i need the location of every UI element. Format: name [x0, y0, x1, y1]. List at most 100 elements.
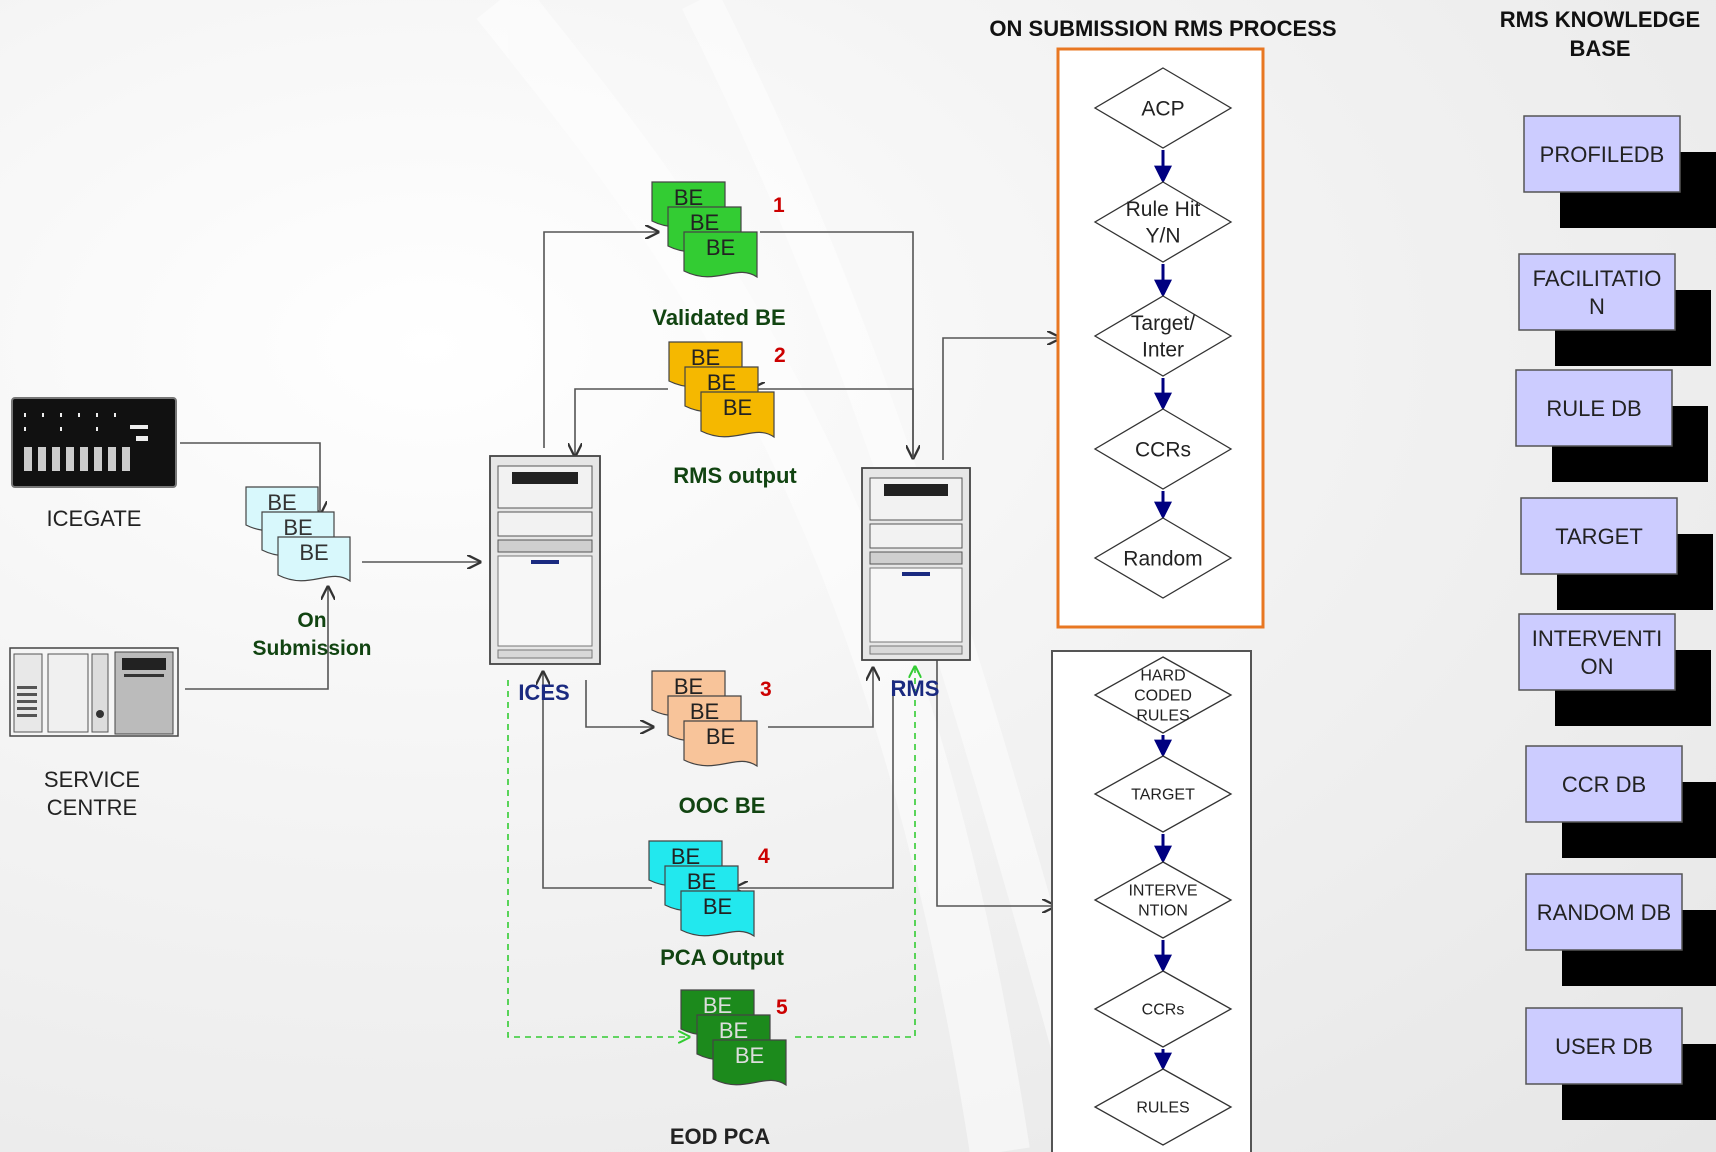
connectors [180, 232, 1060, 906]
ooc-be-number: 3 [760, 678, 772, 701]
on-submission-process-step-1: ACP [1093, 67, 1233, 149]
lower-process-step-2: TARGET [1093, 755, 1233, 833]
eod-pca-doc-3-label: BE [735, 1043, 764, 1068]
on-submission-process-step-2-line-1: Rule Hit [1126, 198, 1201, 221]
rms-output-doc-1-label: BE [691, 345, 720, 370]
eod-dashed-connectors [507, 668, 915, 1037]
validated-be-doc-3-label: BE [706, 235, 735, 260]
lower-process-step-5: RULES [1093, 1068, 1233, 1146]
service-centre-label-line2: CENTRE [47, 795, 137, 820]
knowledge-base-item-4-line-1: TARGET [1555, 524, 1643, 549]
lower-process-steps: HARDCODEDRULESTARGETINTERVENTIONCCRsRULE… [1093, 656, 1233, 1146]
lower-process-step-1-line-3: RULES [1136, 708, 1189, 725]
knowledge-base-item-2-line-1: FACILITATIO [1533, 266, 1662, 291]
service-centre-device-icon [9, 647, 179, 737]
knowledge-base-title-line1: RMS KNOWLEDGE [1500, 7, 1700, 32]
rms-output-doc-3: BE [700, 391, 775, 439]
rms-server-icon [861, 467, 971, 661]
ooc-be-to-rms [768, 668, 873, 728]
lower-process-step-3-line-2: NTION [1138, 903, 1188, 920]
on-submission-process-step-4-line-1: CCRs [1135, 438, 1191, 461]
knowledge-base-item-7: RANDOM DB [1525, 873, 1716, 986]
lower-process-step-2-line-1: TARGET [1131, 787, 1195, 804]
knowledge-base-item-5-line-2: ON [1581, 654, 1614, 679]
knowledge-base-item-2: FACILITATIO N [1518, 253, 1711, 366]
ices-to-eod-pca [507, 680, 688, 1037]
validated-be-label: Validated BE [652, 305, 785, 330]
ooc-be-doc-1-label: BE [674, 674, 703, 699]
pca-output-doc-1-label: BE [671, 844, 700, 869]
pca-output-doc-3: BE [680, 890, 755, 938]
pca-output-number: 4 [758, 845, 770, 868]
lower-process-step-4: CCRs [1093, 970, 1233, 1048]
lower-process-step-4-line-1: CCRs [1142, 1002, 1185, 1019]
lower-process-step-3: INTERVE NTION [1093, 861, 1233, 939]
validated-be-number: 1 [773, 194, 785, 217]
eod-pca-doc-2-label: BE [719, 1018, 748, 1043]
knowledge-base-item-3: RULE DB [1515, 369, 1708, 482]
lower-process-step-1-line-2: CODED [1134, 688, 1192, 705]
knowledge-base-item-6: CCR DB [1525, 745, 1716, 858]
service-centre-to-on-submission [185, 587, 328, 690]
service-centre-label-line1: SERVICE [44, 767, 140, 792]
knowledge-base-item-8-line-1: USER DB [1555, 1034, 1653, 1059]
knowledge-base-title-line2: BASE [1569, 36, 1630, 61]
knowledge-base-item-5: INTERVENTI ON [1518, 613, 1711, 726]
lower-process-step-3-line-1: INTERVE [1128, 883, 1197, 900]
rms-output-number: 2 [774, 344, 786, 367]
validated-be-doc-3: BE [683, 231, 758, 279]
rms-to-pca-output [735, 680, 894, 888]
knowledge-base-item-1-line-1: PROFILEDB [1540, 142, 1665, 167]
on-submission-process-step-3-line-2: Inter [1142, 338, 1184, 361]
ices-to-validated-be [543, 232, 658, 448]
eod-pca-doc-3: BE [712, 1039, 787, 1087]
on-submission-process-step-1-line-1: ACP [1141, 97, 1184, 120]
knowledge-base-item-8: USER DB [1525, 1007, 1716, 1120]
ooc-be-label: OOC BE [679, 793, 766, 818]
rms-output-doc-3-label: BE [723, 395, 752, 420]
lower-process-step-1: HARD CODED RULES [1093, 656, 1233, 734]
pca-output-doc-2-label: BE [687, 869, 716, 894]
validated-be-doc-1-label: BE [674, 185, 703, 210]
knowledge-base-item-5-line-1: INTERVENTI [1532, 626, 1662, 651]
on-submission-process-step-3-line-1: Target/ [1131, 312, 1195, 335]
on-submission-process-step-5: Random [1093, 517, 1233, 599]
rms-to-rms-output [752, 389, 914, 458]
on-submission-label-line2: Submission [252, 637, 371, 660]
validated-be-doc-2-label: BE [690, 210, 719, 235]
ices-server-icon [489, 455, 601, 665]
on-submission-doc-3-label: BE [299, 540, 328, 565]
on-submission-process-title: ON SUBMISSION RMS PROCESS [989, 16, 1336, 41]
rms-to-process-panel [942, 338, 1060, 460]
on-submission-process-step-4: CCRs [1093, 408, 1233, 490]
knowledge-base-item-7-line-1: RANDOM DB [1537, 900, 1671, 925]
rms-output-to-ices [575, 388, 668, 456]
ooc-be-doc-3: BE [683, 720, 758, 768]
ices-label: ICES [518, 680, 569, 705]
rms-label: RMS [891, 676, 940, 701]
eod-pca-label: EOD PCA [670, 1124, 770, 1149]
knowledge-base-list: PROFILEDB FACILITATIO N RULE DB TARGET INTERV… [1515, 115, 1716, 1120]
rms-output-label: RMS output [673, 463, 797, 488]
knowledge-base-item-2-line-2: N [1589, 294, 1605, 319]
ooc-be-doc-2-label: BE [690, 699, 719, 724]
rms-output-doc-2-label: BE [707, 370, 736, 395]
ooc-be-doc-3-label: BE [706, 724, 735, 749]
pca-output-label: PCA Output [660, 945, 784, 970]
icegate-device-icon [11, 397, 177, 488]
lower-process-step-1-line-1: HARD [1140, 668, 1185, 685]
icegate-label: ICEGATE [47, 506, 142, 531]
knowledge-base-item-3-line-1: RULE DB [1546, 396, 1641, 421]
on-submission-label-line1: On [297, 609, 326, 632]
